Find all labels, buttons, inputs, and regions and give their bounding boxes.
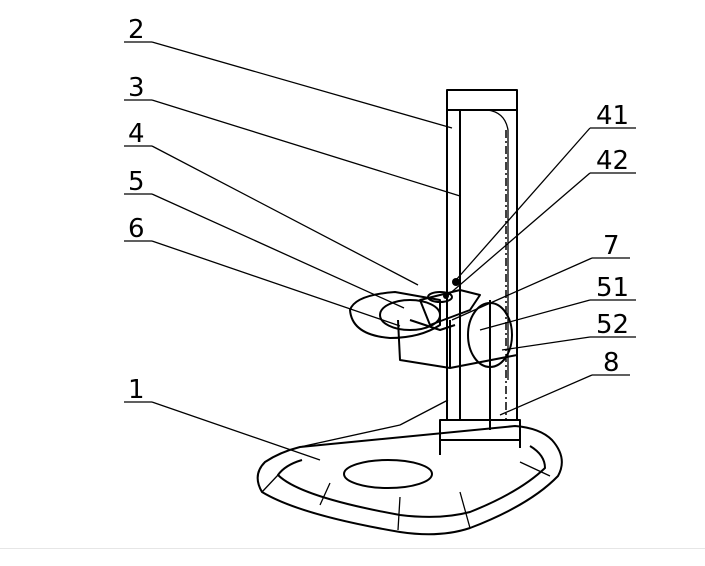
label-6: 6 — [128, 214, 145, 244]
label-4: 4 — [128, 119, 145, 149]
label-51: 51 — [596, 273, 629, 303]
column-foot — [439, 419, 521, 455]
label-52: 52 — [596, 310, 629, 340]
callouts: 2 3 4 5 6 1 41 42 7 51 52 8 — [124, 15, 636, 461]
label-7: 7 — [603, 231, 620, 261]
label-8: 8 — [603, 348, 620, 378]
label-5: 5 — [128, 167, 145, 197]
bottom-divider — [0, 548, 705, 549]
label-42: 42 — [596, 146, 629, 176]
label-41: 41 — [596, 101, 629, 131]
label-1: 1 — [128, 375, 145, 405]
column — [446, 89, 518, 430]
label-3: 3 — [128, 73, 145, 103]
label-2: 2 — [128, 15, 145, 45]
base-plate — [256, 399, 563, 536]
focus-arm — [349, 268, 518, 369]
stage-hole — [343, 459, 433, 489]
